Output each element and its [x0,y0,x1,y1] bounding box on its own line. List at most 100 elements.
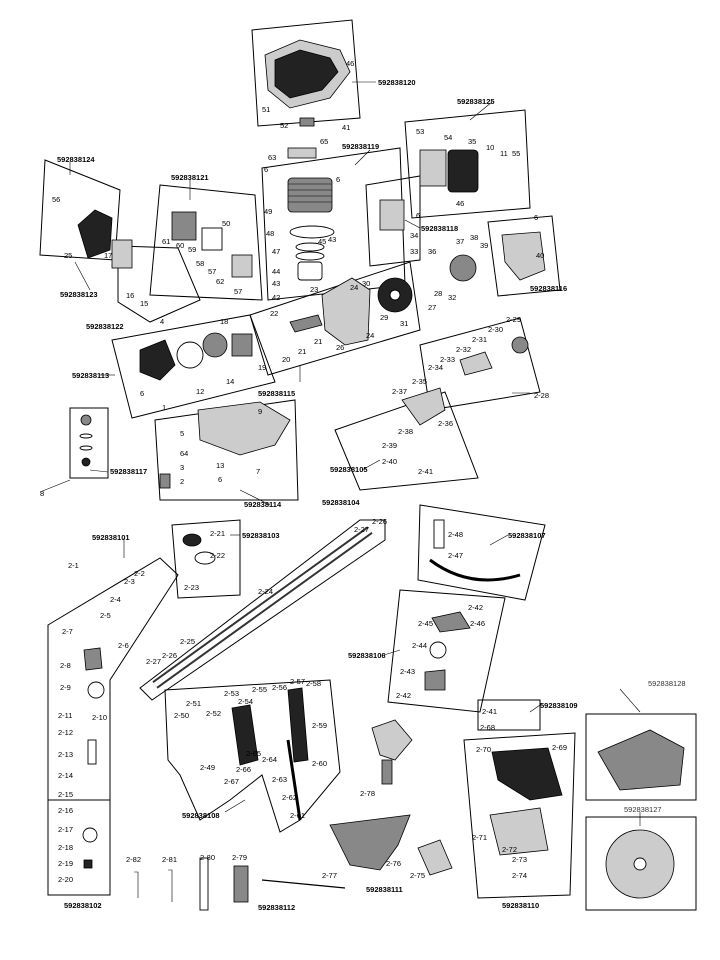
group-outline-592838109 [477,699,541,731]
part-label: 38 [470,233,478,242]
cap-plate-shape [287,147,317,159]
part-label: 2-26 [372,517,387,526]
part-label: 39 [480,241,488,250]
part-label: 2-33 [440,355,455,364]
part-label: 2-37 [392,387,407,396]
part-label: 9 [258,407,262,416]
part-label: 20 [282,355,290,364]
part-label: 54 [444,133,452,142]
part-label: 5 [180,429,184,438]
group-outline-592838117 [69,407,109,479]
part-label: 2-76 [386,859,401,868]
tool-shape-81 [168,869,173,902]
guard-plate-shape [417,839,453,876]
throttle-right-handle [287,687,309,763]
leader-lines [39,81,641,826]
part-label: 16 [126,291,134,300]
part-label: 6 [264,165,268,174]
part-label: 61 [162,237,170,246]
part-label: 1 [162,403,166,412]
part-label: 18 [220,317,228,326]
part-label: 10 [486,143,494,152]
part-label: 35 [468,137,476,146]
clutch-ring-shape [511,336,529,354]
group-outline-592838120 [251,19,361,127]
part-label: 43 [328,235,336,244]
part-label: 2-60 [312,759,327,768]
group-label-592838107: 592838107 [508,531,546,540]
part-label: 2-63 [272,775,287,784]
group-outline-592838128 [585,713,697,801]
line-cutter-shape [261,879,346,889]
part-label: 2-4 [110,595,121,604]
part-label: 2-80 [200,853,215,862]
gasket-shape [289,225,335,239]
part-label: 51 [262,105,270,114]
part-number-labels: 46 51 41 52 65 63 53 54 35 10 11 55 46 6… [40,59,567,884]
part-label: 2-15 [58,790,73,799]
part-label: 2-44 [412,641,427,650]
part-label: 36 [428,247,436,256]
rear-tube-elbow [83,647,103,671]
part-label: 8 [40,489,44,498]
group-label-592838112: 592838112 [258,903,295,912]
flywheel-hub [389,289,401,301]
part-label: 50 [222,219,230,228]
clutch-shape [449,254,477,282]
part-label: 2-6 [118,641,129,650]
rear-tube-nut [83,859,93,869]
fuel-tank-cap [159,473,171,489]
part-label: 2-43 [400,667,415,676]
cylinder-shape [287,177,333,213]
part-label: 2-58 [306,679,321,688]
part-label: 65 [320,137,328,146]
group-label-592838122: 592838122 [86,322,124,331]
part-label: 2-70 [476,745,491,754]
gear-case-shape [401,387,446,426]
part-label: 46 [346,59,354,68]
ring-shape-2 [295,251,325,261]
part-label: 2-54 [238,697,253,706]
starter-pulley-shape [176,341,204,369]
part-label: 59 [188,245,196,254]
part-label: 26 [336,343,344,352]
part-label: 2-28 [534,391,549,400]
part-label: 48 [266,229,274,238]
part-label: 64 [180,449,188,458]
part-label: 15 [140,299,148,308]
piston-shape [297,261,323,281]
group-label-592838116: 592838116 [530,284,567,293]
group-outline-592838115 [249,261,421,376]
part-label: 23 [310,285,318,294]
group-outline-2-28 [419,317,541,411]
part-label: 2-8 [60,661,71,670]
part-label: 29 [380,313,388,322]
part-label: 2-26 [162,651,177,660]
part-label: 2-41 [482,707,497,716]
part-label: 25 [64,251,72,260]
part-label: 21 [314,337,322,346]
part-label: 13 [216,461,224,470]
part-label: 2-64 [262,755,277,764]
part-label: 2-7 [62,627,73,636]
part-label: 22 [270,309,278,318]
part-label: 6 [218,475,222,484]
group-label-592838114: 592838114 [244,500,282,509]
part-label: 2-65 [246,749,261,758]
cylinder-fins [288,183,332,203]
hex-key-shape [134,871,139,898]
harness-tube-shape [381,759,393,785]
group-label-592838113: 592838113 [72,371,109,380]
part-label: 2-77 [322,871,337,880]
part-label: 2-9 [60,683,71,692]
fuel-bottle-shape [233,865,249,903]
part-label: 2-46 [470,619,485,628]
part-label: 2-23 [184,583,199,592]
throttle-handle-shape [231,704,259,766]
part-label: 4 [160,317,164,326]
part-label: 34 [410,231,418,240]
trimmer-head-shape [597,729,685,791]
primer-ring-2 [79,445,93,451]
group-label-592838104: 592838104 [322,498,360,507]
crankshaft-shape [289,314,323,333]
